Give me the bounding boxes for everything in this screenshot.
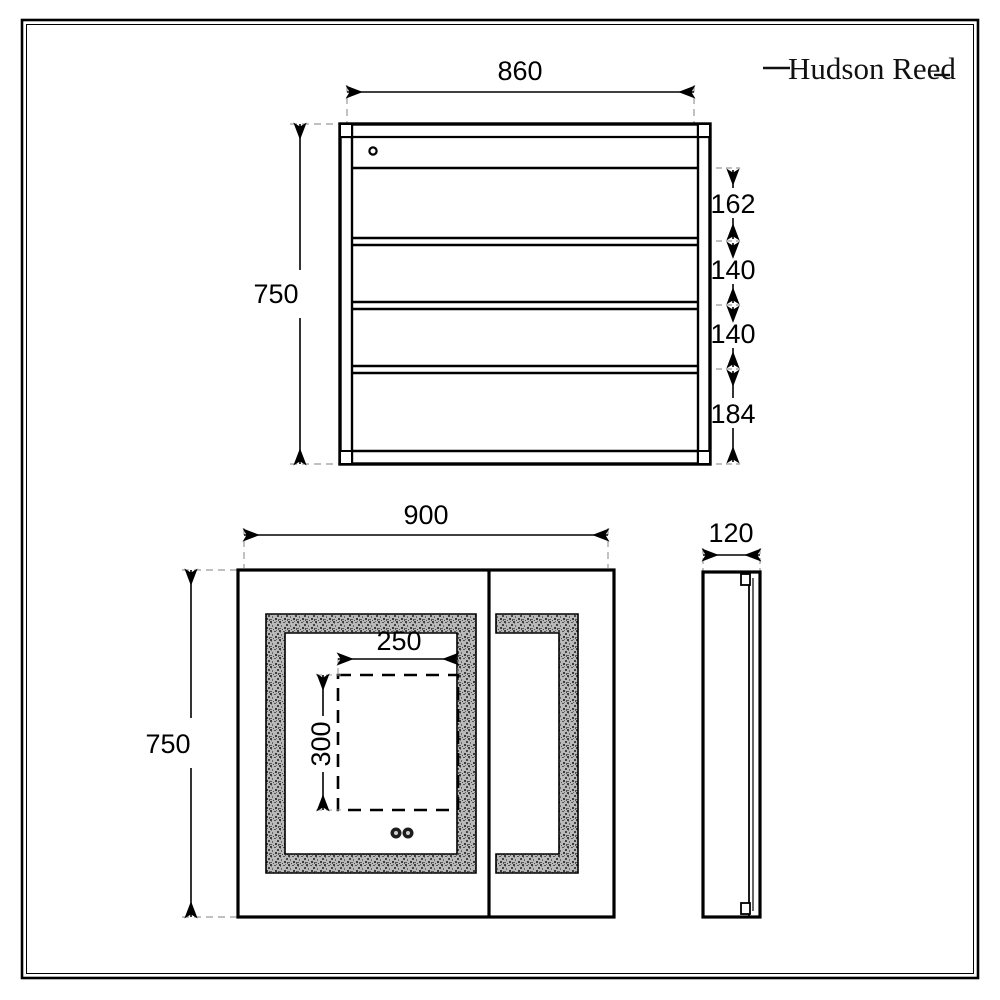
dim-750-front-label: 750 [145,729,190,759]
dim-162-label: 162 [710,189,755,219]
top-view: 860 750 [253,56,756,466]
front-view: 900 750 [145,500,616,919]
touch-sensor-group [390,827,414,839]
dim-120: 120 [701,518,762,562]
dim-250: 250 [336,626,460,678]
dim-140-lower: 140 [710,305,756,369]
dim-750-top-view: 750 [253,122,307,466]
side-view: 120 [701,518,762,919]
dim-140-upper: 140 [710,241,756,305]
hinge-hole-icon [368,146,378,156]
dim-300: 300 [306,673,341,812]
left-door-led-frame [265,613,477,874]
brand-logo: Hudson Reed [763,51,956,86]
side-top-hinge-icon [740,573,751,586]
side-bottom-hinge-icon [740,902,751,915]
top-view-shelf-dims: 162 140 140 184 [710,167,756,465]
dim-140-lower-label: 140 [710,319,755,349]
top-view-width-extensions [346,85,695,124]
dim-750-front-view: 750 [145,568,198,919]
top-view-height-extensions [290,123,344,465]
dim-184-label: 184 [710,399,755,429]
right-door-led-frame [495,613,579,874]
front-view-width-extensions [243,528,609,568]
dim-900-label: 900 [403,500,448,530]
demister-pad-outline [336,673,460,812]
logo-text: Hudson Reed [788,51,956,86]
dim-860: 860 [345,56,696,99]
dim-860-label: 860 [497,56,542,86]
dim-300-label: 300 [306,721,336,766]
front-view-height-extensions [182,569,238,918]
dim-750-top-label: 750 [253,279,298,309]
top-view-carcass [338,122,712,466]
drawing-sheet-border [20,18,980,980]
dim-250-label: 250 [376,626,421,656]
shelf-divider-4 [352,364,698,375]
shelf-divider-3 [352,300,698,311]
dim-120-label: 120 [708,518,753,548]
dim-900: 900 [242,500,610,542]
dim-162: 162 [710,168,756,241]
side-view-width-extensions [702,548,761,572]
dim-184: 184 [710,369,756,464]
dim-140-upper-label: 140 [710,255,755,285]
shelf-divider-2 [352,236,698,247]
side-view-body [701,570,762,919]
